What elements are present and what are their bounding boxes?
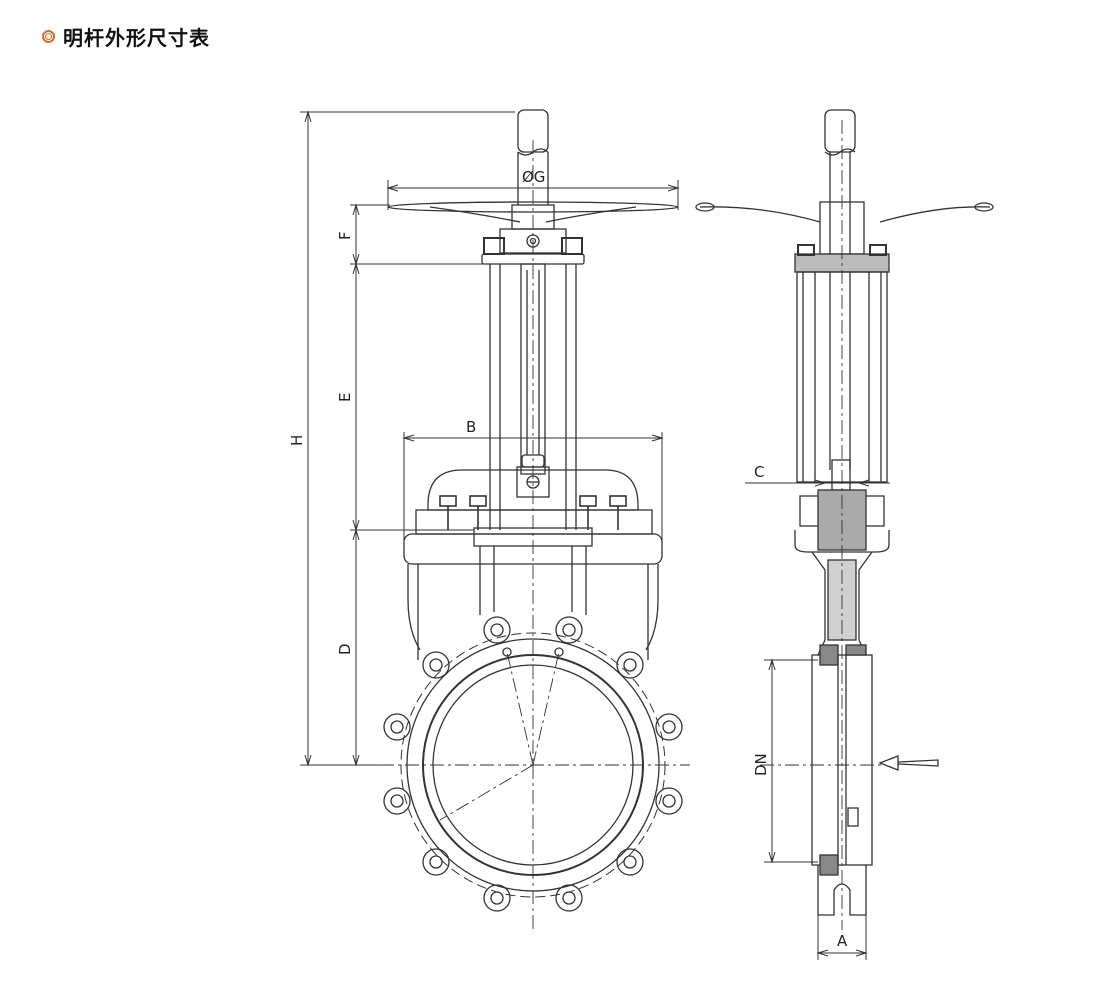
- dim-label-D: D: [336, 643, 354, 655]
- dim-label-A: A: [837, 932, 848, 950]
- front-view: [380, 109, 690, 930]
- page-title: 明杆外形尺寸表: [42, 22, 210, 51]
- dim-label-B: B: [466, 418, 476, 436]
- bolt-holes: [383, 616, 683, 912]
- dimension-lines: [300, 110, 890, 960]
- double-circle-bullet-icon: [42, 30, 55, 43]
- dim-label-H: H: [288, 435, 306, 446]
- title-text: 明杆外形尺寸表: [63, 26, 210, 50]
- side-view: [695, 109, 994, 930]
- dim-label-DN: DN: [752, 753, 770, 776]
- flow-arrow-icon: [878, 755, 939, 771]
- dim-label-C: C: [754, 463, 764, 481]
- dim-label-E: E: [336, 393, 354, 402]
- dim-label-G: ØG: [522, 168, 545, 186]
- dim-label-F: F: [336, 231, 354, 240]
